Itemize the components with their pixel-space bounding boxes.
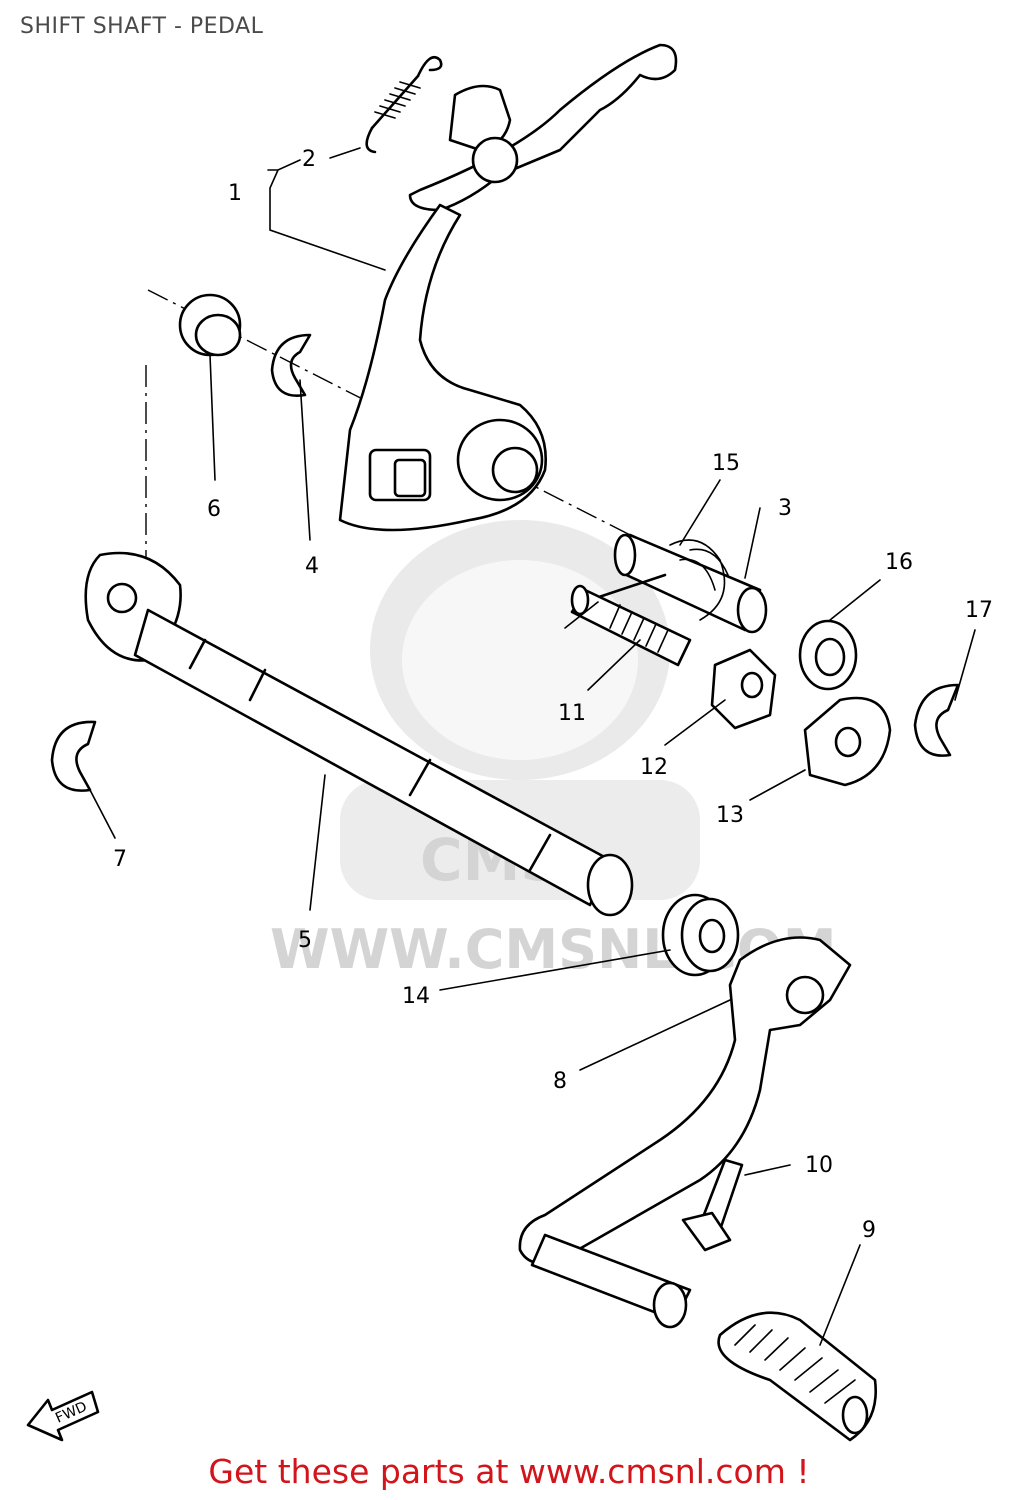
callout-14: 14: [402, 984, 430, 1009]
part-pinch-bolt: [681, 1158, 744, 1252]
part-shift-arm: [338, 43, 678, 532]
part-change-pedal: [518, 936, 852, 1329]
part-pin-and-spring: [588, 533, 768, 634]
callout-3: 3: [778, 496, 792, 521]
callout-13: 13: [716, 803, 744, 828]
callout-1: 1: [228, 181, 242, 206]
callout-4: 4: [305, 554, 319, 579]
part-pedal-rubber: [717, 1311, 877, 1442]
callout-6: 6: [207, 497, 221, 522]
part-lock-plate: [803, 696, 892, 787]
part-circlip-upper: [270, 333, 312, 398]
part-nut: [710, 648, 777, 730]
callout-numbers: 1 2 3 4 5 6 7 8 9 10 11 12 13 14 15 16 1…: [113, 147, 993, 1243]
callout-2: 2: [302, 147, 316, 172]
part-circlip-left: [50, 720, 97, 792]
part-washer: [798, 619, 858, 691]
forward-arrow-icon: FWD: [26, 1390, 100, 1442]
callout-7: 7: [113, 847, 127, 872]
part-oil-seal: [661, 893, 740, 977]
callout-11: 11: [558, 701, 586, 726]
part-shift-shaft: [84, 551, 634, 917]
diagram-title: SHIFT SHAFT - PEDAL: [20, 14, 264, 39]
callout-15: 15: [712, 451, 740, 476]
leader-lines: [89, 147, 976, 1346]
part-spring-small: [365, 55, 443, 154]
callout-5: 5: [298, 928, 312, 953]
callout-9: 9: [862, 1218, 876, 1243]
footer-link-text[interactable]: Get these parts at www.cmsnl.com !: [208, 1452, 810, 1491]
part-circlip-right: [913, 683, 960, 757]
part-stud-bolt: [564, 584, 692, 667]
callout-10: 10: [805, 1153, 833, 1178]
callout-16: 16: [885, 550, 913, 575]
callout-17: 17: [965, 598, 993, 623]
callout-12: 12: [640, 755, 668, 780]
part-collar: [178, 293, 242, 357]
callout-8: 8: [553, 1069, 567, 1094]
